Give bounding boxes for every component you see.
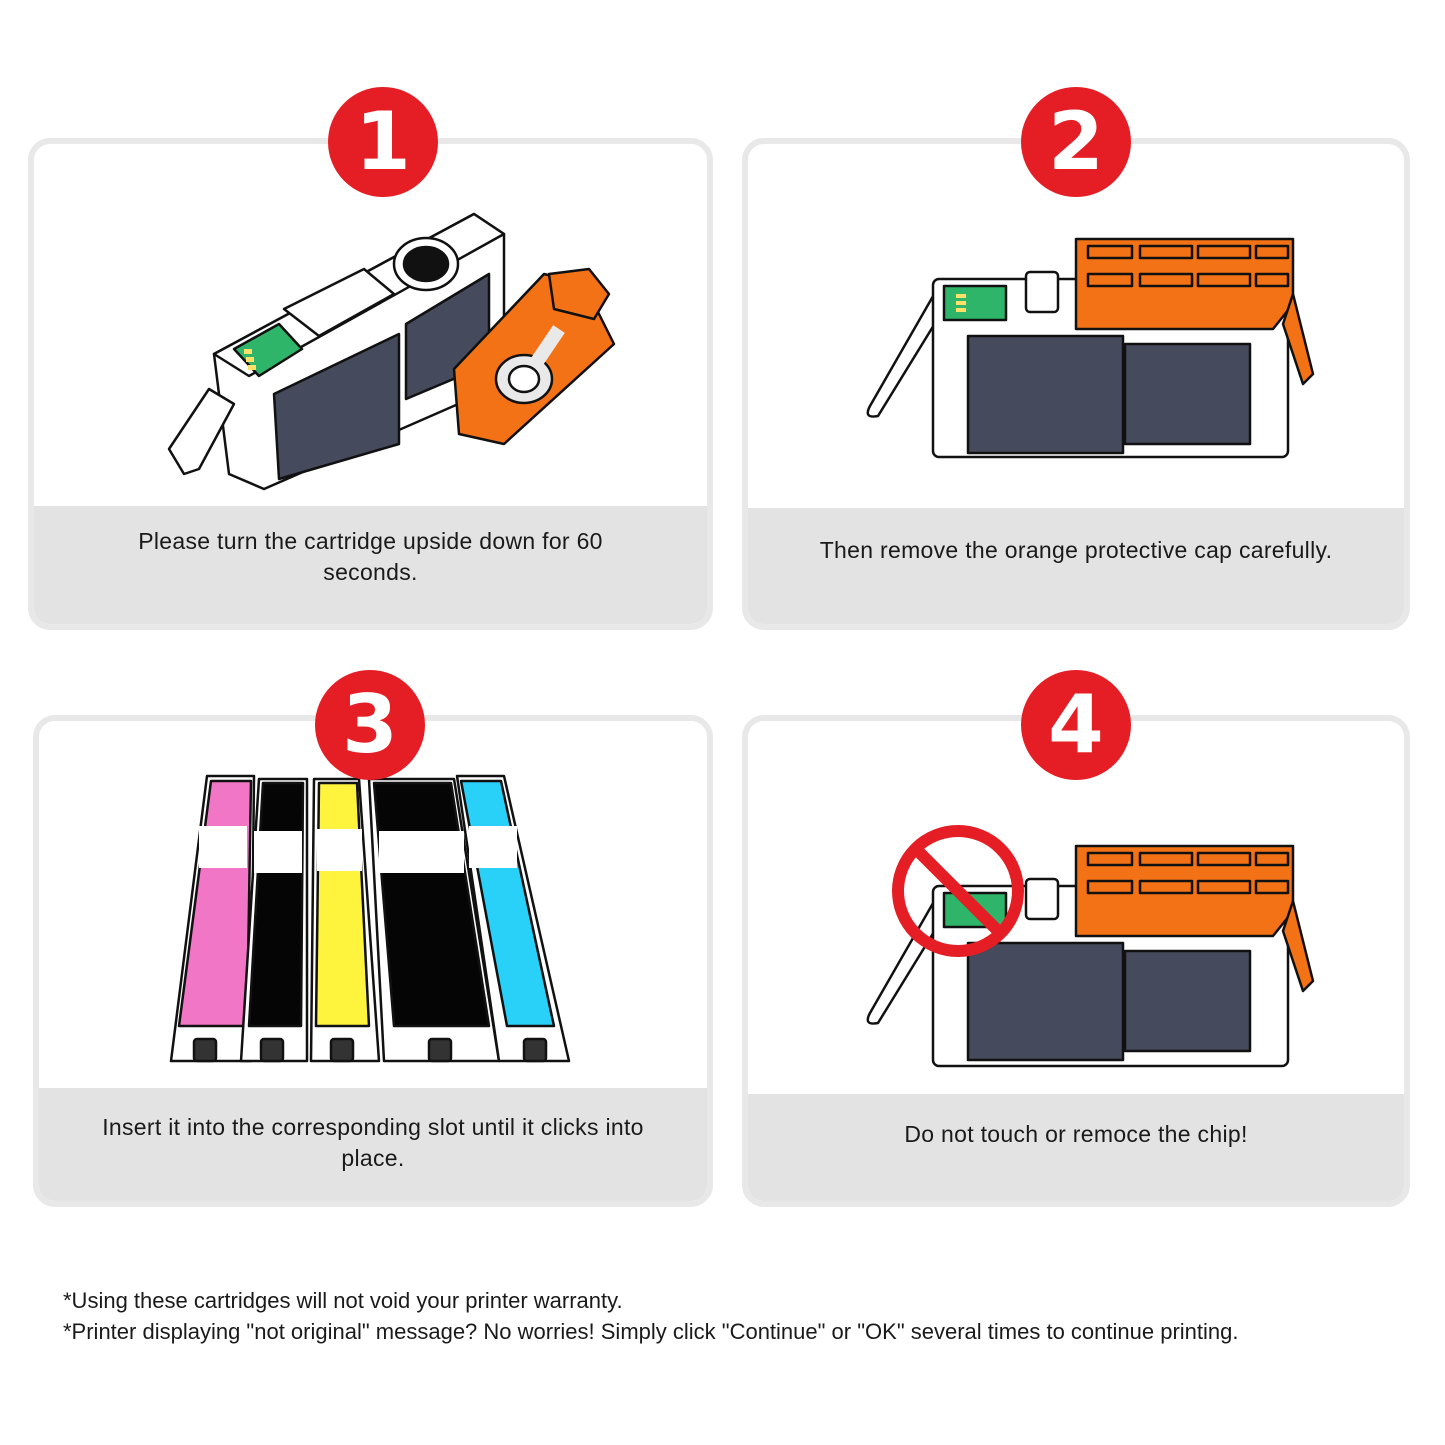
step-1-caption-text: Please turn the cartridge upside down fo…: [138, 528, 603, 585]
step-1-card: Please turn the cartridge upside down fo…: [28, 138, 713, 630]
step-2-number: 2: [1048, 95, 1104, 188]
step-3-caption-text: Insert it into the corresponding slot un…: [102, 1114, 644, 1171]
step-1-number: 1: [355, 95, 411, 188]
step-1-caption: Please turn the cartridge upside down fo…: [34, 506, 707, 624]
step-3-number: 3: [342, 678, 398, 771]
cartridge-chip-icon: [866, 825, 1315, 1068]
step-3-caption: Insert it into the corresponding slot un…: [39, 1088, 707, 1201]
prohibition-icon: [892, 825, 1024, 957]
step-2-card: Then remove the orange protective cap ca…: [742, 138, 1410, 630]
step-1-illustration: [34, 144, 707, 512]
step-3-illustration: [39, 721, 707, 1094]
step-4-number-badge: 4: [1021, 670, 1131, 780]
step-4-caption: Do not touch or remoce the chip!: [748, 1094, 1404, 1201]
step-1-number-badge: 1: [328, 87, 438, 197]
note-not-original: *Printer displaying "not original" messa…: [63, 1319, 1239, 1344]
step-2-number-badge: 2: [1021, 87, 1131, 197]
note-warranty: *Using these cartridges will not void yo…: [63, 1288, 623, 1313]
step-2-illustration: [748, 144, 1404, 514]
five-cartridges-icon: [169, 774, 571, 1063]
footnotes: *Using these cartridges will not void yo…: [63, 1285, 1383, 1347]
step-4-illustration: [748, 721, 1404, 1100]
step-3-number-badge: 3: [315, 670, 425, 780]
step-2-caption: Then remove the orange protective cap ca…: [748, 508, 1404, 624]
step-4-caption-text: Do not touch or remoce the chip!: [904, 1121, 1248, 1147]
step-2-caption-text: Then remove the orange protective cap ca…: [819, 537, 1333, 563]
step-4-number: 4: [1048, 678, 1104, 771]
cartridge-with-cap-icon: [866, 237, 1315, 459]
cartridge-icon: [167, 212, 616, 491]
step-4-card: Do not touch or remoce the chip!: [742, 715, 1410, 1207]
step-3-card: Insert it into the corresponding slot un…: [33, 715, 713, 1207]
